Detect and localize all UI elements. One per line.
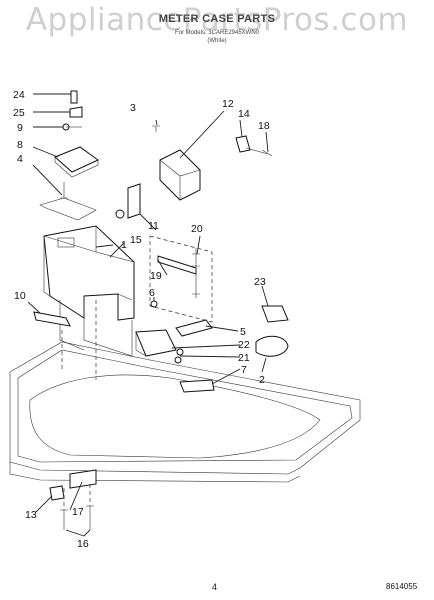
hinge-bracket-drawing: [115, 125, 160, 219]
leader-lines: [27, 93, 269, 537]
callout-21: 21: [238, 352, 250, 364]
model-line: For Models: 3CARE2945XWN0: [174, 30, 260, 36]
color-line: (White): [207, 38, 227, 44]
callout-17: 17: [72, 506, 84, 518]
callout-2: 2: [259, 374, 265, 386]
callout-25: 25: [13, 107, 25, 119]
left-bracket-drawing: [39, 90, 99, 221]
callout-10: 10: [14, 290, 26, 302]
document-number: 8614055: [386, 582, 418, 591]
callout-22: 22: [238, 339, 250, 351]
cabinet-top-drawing: [9, 341, 361, 483]
watermark: AppliancePartsPros.com: [25, 2, 409, 38]
timer-drawing: [159, 135, 273, 201]
callout-5: 5: [240, 326, 246, 338]
callout-14: 14: [238, 108, 250, 120]
callout-23: 23: [254, 276, 266, 288]
callout-9: 9: [17, 122, 23, 134]
bottom-clips-drawing: [33, 300, 97, 530]
callout-24: 24: [13, 89, 25, 101]
diagram-title: METER CASE PARTS: [158, 13, 276, 25]
callout-8: 8: [17, 139, 23, 151]
callout-20: 20: [191, 223, 203, 235]
callout-11: 11: [148, 220, 159, 232]
page-number: 4: [212, 582, 218, 592]
callout-12: 12: [222, 98, 234, 110]
callout-1: 1: [121, 239, 127, 251]
callout-labels: 24 25 9 8 4 3 12 14 18 1 15 11 20 19 10 …: [13, 89, 270, 550]
callout-4: 4: [17, 153, 23, 165]
callout-3: 3: [130, 102, 136, 114]
callout-16: 16: [77, 538, 89, 550]
callout-6: 6: [149, 287, 155, 299]
callout-7: 7: [241, 364, 247, 376]
meter-case-drawing: [43, 225, 135, 357]
callout-18: 18: [258, 120, 270, 132]
callout-13: 13: [25, 509, 37, 521]
right-brackets-drawing: [135, 300, 289, 393]
callout-19: 19: [150, 270, 162, 282]
callout-15: 15: [130, 234, 142, 246]
